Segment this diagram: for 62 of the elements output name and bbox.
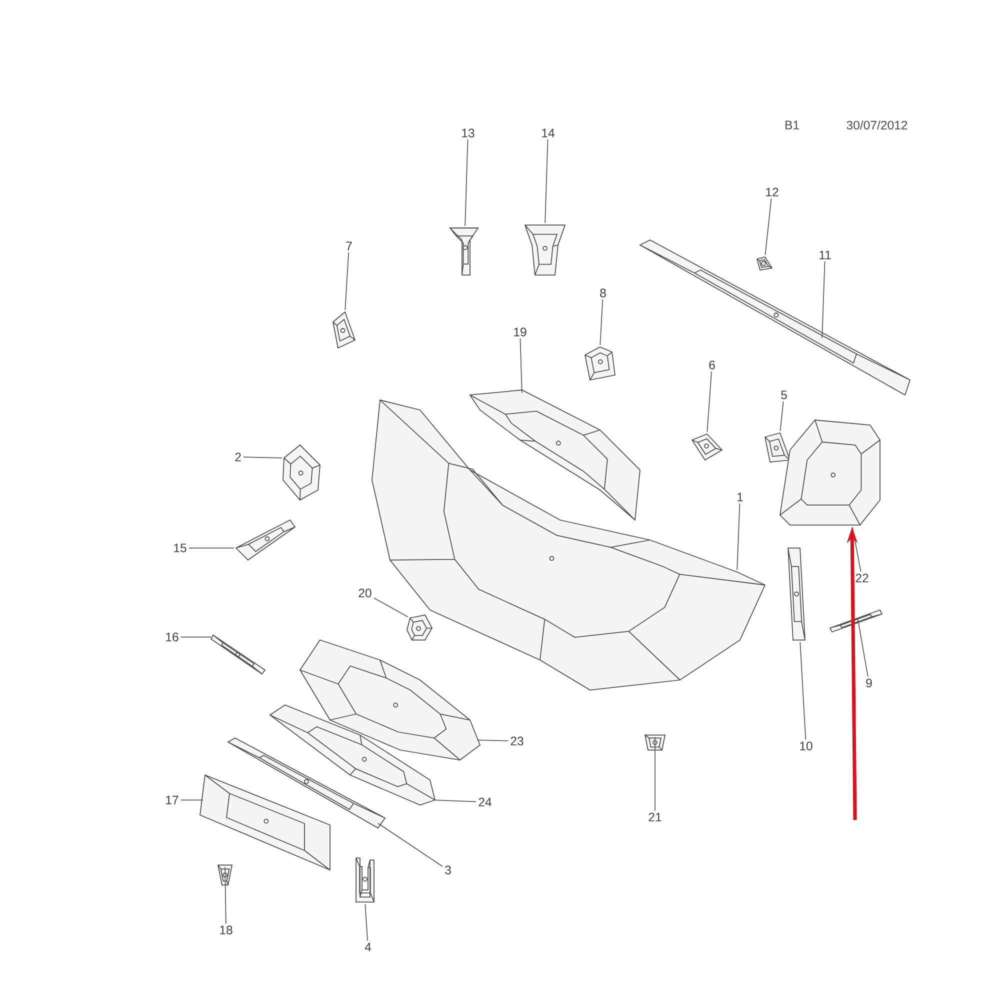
u-clip-drawing — [356, 858, 374, 902]
callout-number: 24 — [478, 798, 492, 806]
callout-number: 23 — [510, 736, 524, 746]
callout-number: 8 — [600, 288, 606, 298]
callout-number: 18 — [220, 926, 232, 934]
callout-number: 12 — [766, 188, 778, 196]
callout-number: 16 — [166, 632, 178, 642]
leader-line — [464, 139, 468, 226]
clip-drawing — [644, 734, 666, 750]
leader-line — [224, 866, 226, 924]
leader-line — [736, 502, 740, 570]
bracket-drawing — [584, 346, 616, 380]
leader-line — [434, 800, 476, 802]
leader-line — [344, 252, 350, 310]
plate-drawing — [200, 774, 330, 870]
leader-line — [544, 138, 548, 224]
strip-drawing — [210, 634, 266, 674]
leader-line — [764, 198, 772, 256]
callout-number: 20 — [358, 588, 372, 598]
leader-line — [706, 371, 712, 432]
leader-line — [780, 400, 784, 432]
leader-line — [654, 736, 656, 812]
leader-line — [374, 598, 408, 618]
leader-line — [600, 299, 604, 346]
bracket-drawing — [470, 390, 640, 520]
cover-drawing — [332, 312, 356, 348]
leader-line — [243, 456, 282, 458]
leader-line — [852, 526, 862, 572]
leader-line — [800, 642, 806, 740]
push-clip-drawing — [524, 224, 566, 276]
fastener-drawing — [450, 228, 478, 276]
leader-line — [378, 822, 443, 867]
leader-line — [822, 260, 826, 338]
cover-drawing — [282, 444, 320, 500]
callout-number: 10 — [800, 742, 812, 750]
callout-number: 5 — [781, 390, 787, 400]
grille-surround-drawing — [270, 704, 436, 806]
callout-number: 4 — [364, 942, 372, 952]
leader-line — [520, 338, 522, 394]
callout-number: 9 — [866, 678, 872, 688]
clip-drawing — [218, 864, 232, 886]
callout-number: 22 — [856, 574, 868, 582]
callout-number: 21 — [648, 812, 662, 822]
callout-number: 2 — [235, 452, 241, 462]
leader-line — [858, 622, 868, 677]
bracket-drawing — [780, 420, 880, 526]
callout-number: 7 — [346, 242, 352, 250]
strip-drawing — [788, 548, 806, 640]
leader-line — [476, 740, 508, 742]
callout-number: 13 — [462, 128, 474, 138]
screw-drawing — [236, 520, 296, 560]
pin-drawing — [830, 610, 882, 632]
sheet-code: B1 — [786, 120, 799, 130]
callout-number: 15 — [174, 544, 186, 552]
date-label: 30/07/2012 — [846, 120, 908, 130]
callout-number: 14 — [542, 128, 554, 138]
callout-number: 19 — [514, 328, 526, 336]
leader-line — [180, 636, 212, 638]
leader-line — [364, 904, 368, 942]
callout-number: 3 — [445, 866, 451, 874]
clip-drawing — [764, 432, 790, 462]
callout-number: 17 — [166, 796, 178, 804]
